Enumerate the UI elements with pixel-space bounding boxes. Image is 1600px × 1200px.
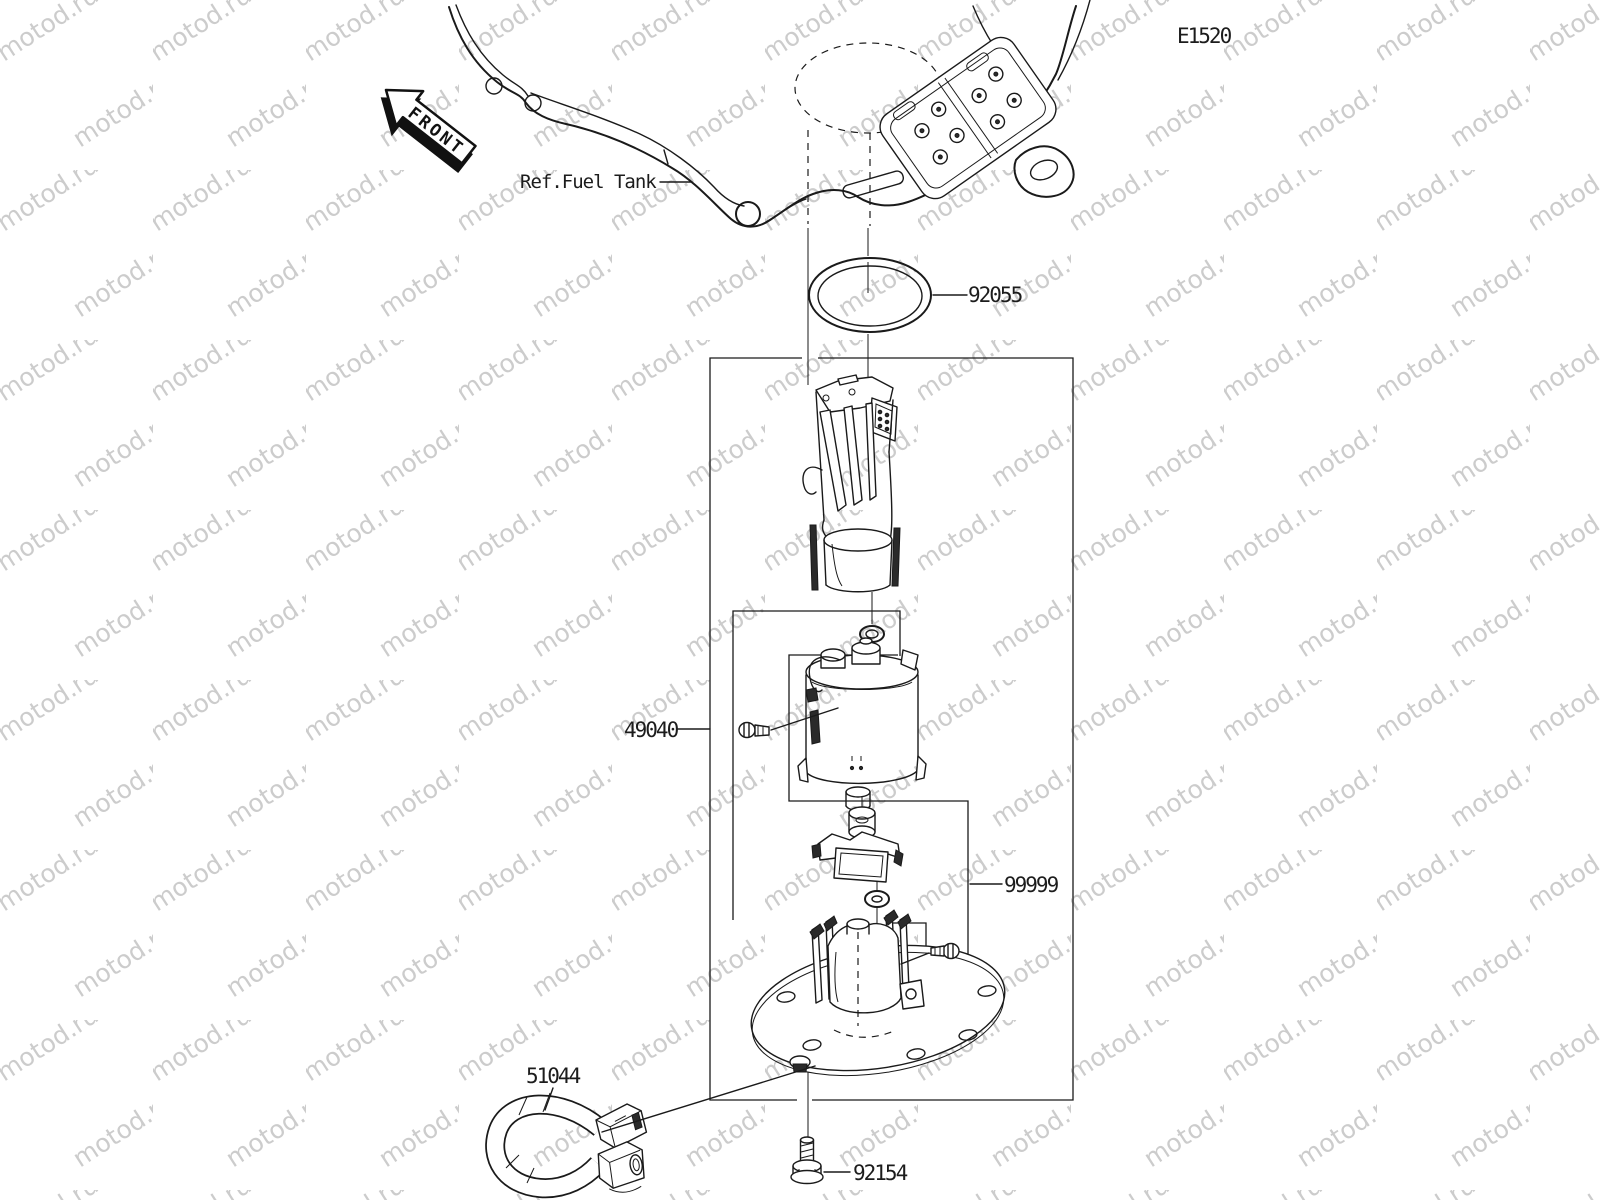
- bolt-holes: [914, 66, 1022, 165]
- hose-connector-lower: [597, 1141, 645, 1193]
- ref-fuel-tank-label: Ref.Fuel Tank: [520, 171, 657, 193]
- leader-lines: [544, 181, 1003, 1173]
- flange-plate: [750, 909, 1006, 1077]
- tank-mounting-plate: [879, 36, 1057, 200]
- part-label-49040: 49040: [624, 718, 679, 742]
- part-label-99999: 99999: [1004, 873, 1059, 897]
- pump-holder-bracket: [802, 374, 901, 593]
- washer: [864, 890, 890, 908]
- hose-leader-line: [601, 1065, 816, 1133]
- tank-ear: [1013, 145, 1075, 198]
- fuel-tank-outline: [448, 0, 1091, 228]
- kit-screw: [900, 942, 960, 965]
- part-label-92154: 92154: [853, 1161, 908, 1185]
- pump-wire-terminal: [809, 709, 821, 745]
- o-ring-92055: [808, 257, 932, 333]
- regulator: [811, 806, 904, 883]
- page-code: E1520: [1177, 24, 1232, 48]
- labels: E1520 Ref.Fuel Tank 92055 49040 99999 51…: [520, 24, 1234, 1185]
- bolt-92154: [790, 1136, 824, 1185]
- fuel-pump-motor: [797, 637, 927, 812]
- part-label-92055: 92055: [968, 283, 1022, 307]
- pump-screw: [738, 707, 839, 739]
- part-label-51044: 51044: [526, 1064, 581, 1088]
- flange-bolt-holes: [776, 985, 997, 1060]
